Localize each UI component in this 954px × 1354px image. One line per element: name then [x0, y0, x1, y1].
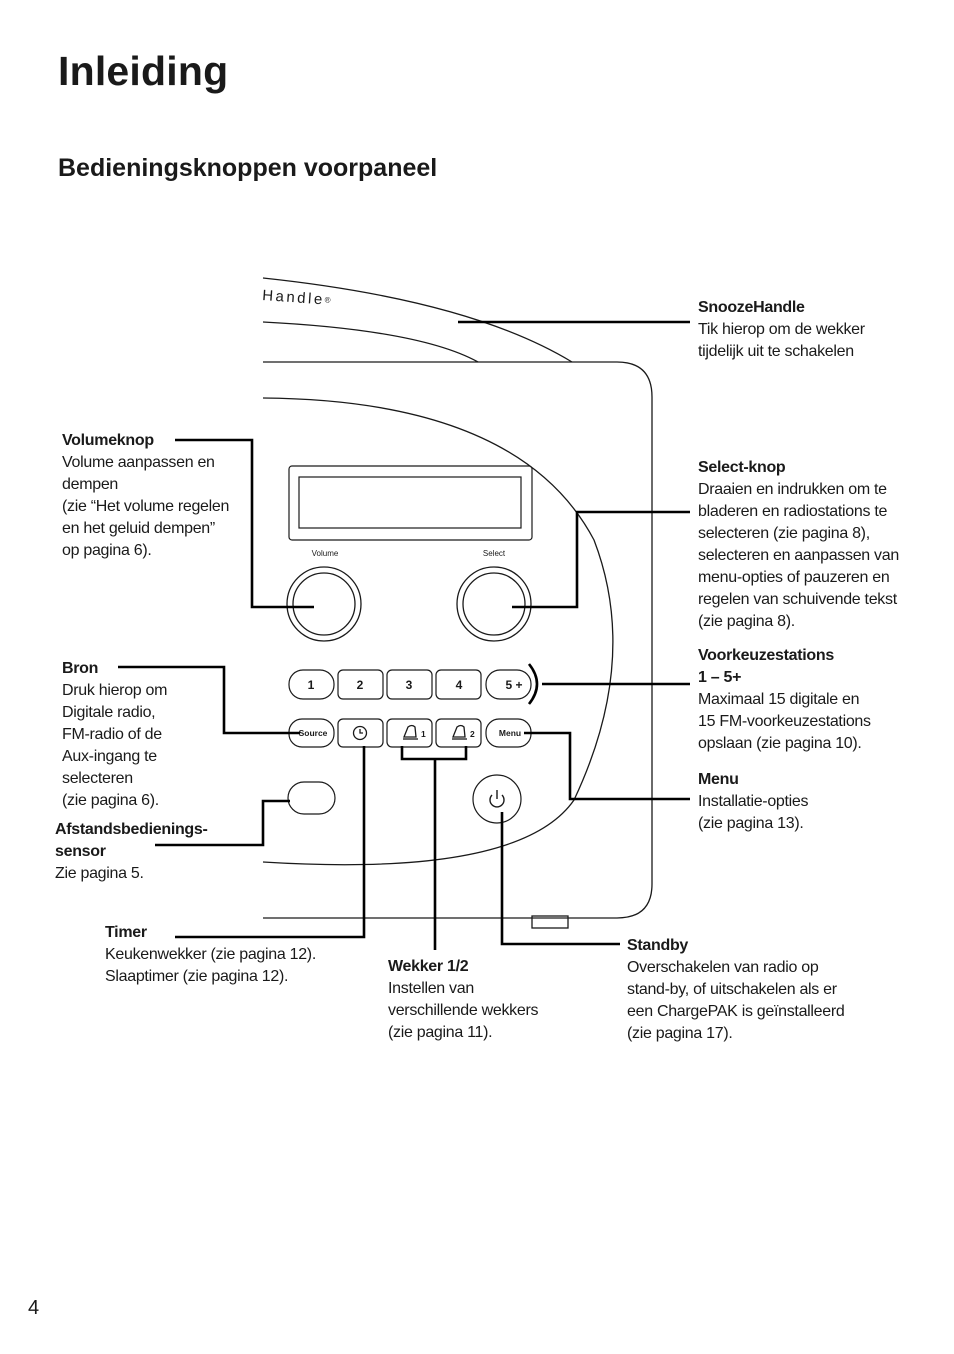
leader-bron [118, 665, 300, 735]
preset-button-1[interactable] [288, 669, 335, 700]
callout-snoozehandle: SnoozeHandle Tik hierop om de wekker tij… [698, 297, 865, 363]
volume-knob[interactable] [286, 566, 362, 642]
remote-sensor [287, 781, 336, 815]
charger-dock [531, 915, 569, 929]
snoozehandle-arc [262, 277, 573, 363]
callout-afstandsbediening: Afstandsbedienings- sensor Zie pagina 5. [55, 819, 208, 885]
callout-title: Select-knop [698, 459, 786, 476]
callout-desc: Zie pagina 5. [55, 865, 144, 882]
timer-button[interactable] [337, 718, 384, 748]
callout-title: Volumeknop [62, 432, 154, 449]
callout-timer: Timer Keukenwekker (zie pagina 12). Slaa… [105, 922, 316, 988]
clock-icon [352, 725, 368, 741]
alarm1-label: 1 [421, 729, 426, 739]
front-panel-curve [262, 397, 614, 866]
callout-desc: Instellen van verschillende wekkers (zie… [388, 980, 539, 1041]
callout-select-knop: Select-knop Draaien en indrukken om te b… [698, 457, 899, 633]
callout-desc: Installatie-opties (zie pagina 13). [698, 793, 809, 832]
alarm1-button[interactable] [386, 718, 433, 748]
display [288, 465, 533, 541]
callout-desc: Overschakelen van radio op stand-by, of … [627, 959, 845, 1042]
section-title: Bedieningsknoppen voorpaneel [58, 154, 438, 182]
standby-button[interactable] [472, 774, 522, 824]
callout-desc: Maximaal 15 digitale en 15 FM-voorkeuzes… [698, 691, 871, 752]
snoozehandle-inner-arc [262, 321, 479, 363]
radio-body [262, 277, 653, 929]
callout-title: Standby [627, 937, 689, 954]
menu-label: Menu [499, 728, 521, 738]
leader-lines [118, 320, 690, 950]
preset-button-2[interactable] [337, 669, 384, 700]
select-label: Select [483, 549, 506, 558]
callout-title: Afstandsbedienings- sensor [55, 821, 208, 860]
callout-menu: Menu Installatie-opties (zie pagina 13). [698, 769, 809, 835]
leader-volume [175, 438, 314, 609]
leader-menu [524, 731, 690, 801]
callout-standby: Standby Overschakelen van radio op stand… [627, 935, 845, 1045]
leader-select [512, 510, 690, 609]
callout-desc: Draaien en indrukken om te bladeren en r… [698, 481, 899, 630]
preset-button-5[interactable] [485, 669, 532, 700]
page-number: 4 [28, 1297, 40, 1319]
leader-presets-bracket [527, 663, 539, 705]
leader-sensor [155, 799, 290, 847]
callout-desc: Druk hierop om Digitale radio, FM-radio … [62, 682, 168, 809]
callout-title: Voorkeuzestations 1 – 5+ [698, 647, 834, 686]
brand-text: Handle® [262, 287, 334, 309]
power-icon [489, 790, 505, 808]
callout-desc: Volume aanpassen en dempen (zie “Het vol… [62, 454, 230, 559]
callout-voorkeuzestations: Voorkeuzestations 1 – 5+ Maximaal 15 dig… [698, 645, 871, 755]
callout-title: Menu [698, 771, 739, 788]
bell-icon [452, 724, 467, 740]
alarm2-button[interactable] [435, 718, 482, 748]
leader-timer [175, 746, 366, 939]
callout-desc: Keukenwekker (zie pagina 12). Slaaptimer… [105, 946, 316, 985]
volume-label: Volume [312, 549, 339, 558]
leader-standby [500, 812, 620, 946]
preset-label-3: 3 [406, 678, 413, 692]
page-title: Inleiding [58, 48, 229, 94]
callout-title: Bron [62, 660, 99, 677]
preset-button-3[interactable] [386, 669, 433, 700]
preset-buttons [288, 669, 532, 700]
callout-title: Timer [105, 924, 147, 941]
callout-title: Wekker 1/2 [388, 958, 469, 975]
leader-wekker [400, 746, 468, 950]
alarm2-label: 2 [470, 729, 475, 739]
callout-wekker: Wekker 1/2 Instellen van verschillende w… [388, 956, 539, 1044]
bell-icon [403, 724, 418, 740]
select-knob[interactable] [456, 566, 532, 642]
preset-label-4: 4 [456, 678, 463, 692]
callout-volumeknop: Volumeknop Volume aanpassen en dempen (z… [62, 430, 229, 562]
callout-title: SnoozeHandle [698, 299, 805, 316]
callout-bron: Bron Druk hierop om Digitale radio, FM-r… [62, 658, 167, 812]
source-label: Source [299, 728, 328, 738]
preset-label-5: 5 + [505, 678, 522, 692]
preset-label-1: 1 [308, 678, 315, 692]
preset-button-4[interactable] [435, 669, 482, 700]
preset-label-2: 2 [357, 678, 364, 692]
callout-desc: Tik hierop om de wekker tijdelijk uit te… [698, 321, 865, 360]
